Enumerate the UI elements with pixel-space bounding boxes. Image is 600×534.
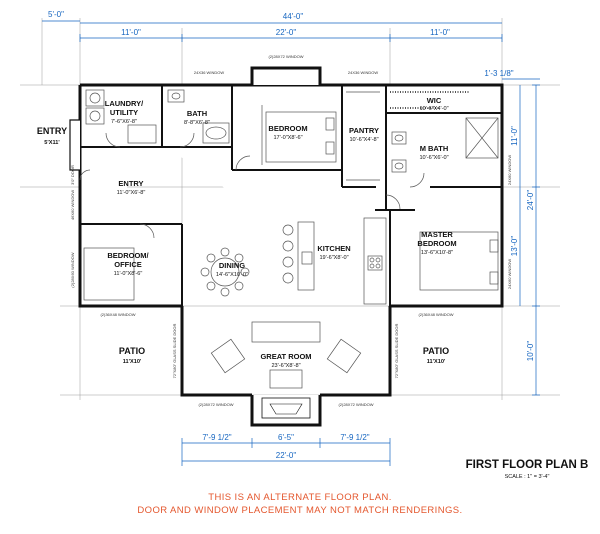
dim-bottom-c: 7'-9 1/2" (340, 433, 369, 442)
door-label: 72"X80" GLASS SLIDE DOOR (394, 324, 399, 379)
pantry-name: PANTRY (349, 126, 379, 135)
great-room-name: GREAT ROOM (260, 352, 311, 361)
mbath-size: 10'-6"X6'-0" (419, 155, 448, 161)
plan-title: FIRST FLOOR PLAN B (466, 459, 589, 471)
office-size: 11'-0"X8'-6" (114, 271, 143, 277)
dim-bottom-b: 6'-5" (278, 433, 294, 442)
entry-hall-name: ENTRY (118, 179, 143, 188)
dining-size: 14'-6"X10'-0" (216, 272, 248, 278)
patio-left-size: 11'X10' (123, 359, 142, 365)
bedroom-name: BEDROOM (268, 124, 307, 133)
dim-top-b: 22'-0" (276, 28, 297, 37)
window-label: (2)28X60 WINDOW (70, 252, 75, 287)
window-label: (2)36X48 WINDOW (418, 312, 453, 317)
dim-bottom-a: 7'-9 1/2" (202, 433, 231, 442)
entry-left-size: 5'X11' (44, 140, 60, 146)
laundry-name-1: LAUNDRY/ (105, 99, 144, 108)
great-room-size: 23'-6"X8'-8" (271, 363, 300, 369)
entry-hall-size: 11'-0"X6'-8" (117, 190, 146, 196)
plan-scale: SCALE : 1" = 3'-4" (505, 474, 550, 480)
bedroom-size: 17'-0"X8'-6" (273, 135, 302, 141)
dim-right-b: 13'-0" (510, 236, 519, 257)
laundry-size: 7'-6"X6'-8" (111, 119, 137, 125)
patio-right-size: 11'X10' (427, 359, 446, 365)
window-label: (2)28X72 WINDOW (198, 402, 233, 407)
window-label: 24X60 WINDOW (507, 259, 512, 289)
window-label: (2)28X72 WINDOW (338, 402, 373, 407)
dim-top-c: 11'-0" (430, 28, 450, 37)
door-label: 3'0" DOOR (70, 165, 75, 185)
office-name-2: OFFICE (114, 260, 142, 269)
bath-name: BATH (187, 109, 207, 118)
window-label: 46X60 WINDOW (70, 190, 75, 220)
laundry-name-2: UTILITY (110, 108, 138, 117)
door-label: 72"X80" GLASS SLIDE DOOR (172, 324, 177, 379)
dim-top-left: 5'-0" (48, 10, 64, 19)
dim-right-total: 24'-0" (526, 190, 535, 211)
dim-bottom-total: 22'-0" (276, 451, 297, 460)
dimension-lines (42, 20, 540, 466)
bath-size: 8'-8"X6'-8" (184, 120, 210, 126)
window-label: 24X36 WINDOW (348, 70, 378, 75)
dim-top-total: 44'-0" (283, 12, 304, 21)
master-name-2: BEDROOM (417, 239, 456, 248)
note-line-1: THIS IS AN ALTERNATE FLOOR PLAN. (208, 492, 392, 503)
master-name-1: MASTER (421, 230, 453, 239)
master-size: 13'-6"X10'-8" (421, 250, 453, 256)
dim-right-c: 10'-0" (526, 341, 535, 362)
office-name-1: BEDROOM/ (107, 251, 149, 260)
entry-left-name: ENTRY (37, 126, 67, 136)
mbath-name: M BATH (420, 144, 449, 153)
window-label: 24X60 WINDOW (507, 155, 512, 185)
note-line-2: DOOR AND WINDOW PLACEMENT MAY NOT MATCH … (137, 505, 462, 516)
wic-name: WIC (427, 96, 442, 105)
interior-walls (80, 85, 502, 306)
dim-top-a: 11'-0" (121, 28, 141, 37)
dim-top-small: 1'-3 1/8" (484, 69, 513, 78)
window-label: 24X36 WINDOW (194, 70, 224, 75)
window-label: (2)28X72 WINDOW (268, 54, 303, 59)
wic-size: 10'-6"X4'-0" (419, 106, 448, 112)
patio-right-name: PATIO (423, 346, 449, 356)
dim-right-a: 11'-0" (510, 126, 519, 146)
window-label: (2)36X48 WINDOW (100, 312, 135, 317)
dining-name: DINING (219, 261, 245, 270)
fixtures (79, 89, 499, 389)
patio-left-name: PATIO (119, 346, 145, 356)
pantry-size: 10'-6"X4'-8" (349, 137, 378, 143)
window-markers (78, 66, 504, 397)
kitchen-size: 19'-6"X8'-0" (319, 255, 348, 261)
kitchen-name: KITCHEN (317, 244, 350, 253)
